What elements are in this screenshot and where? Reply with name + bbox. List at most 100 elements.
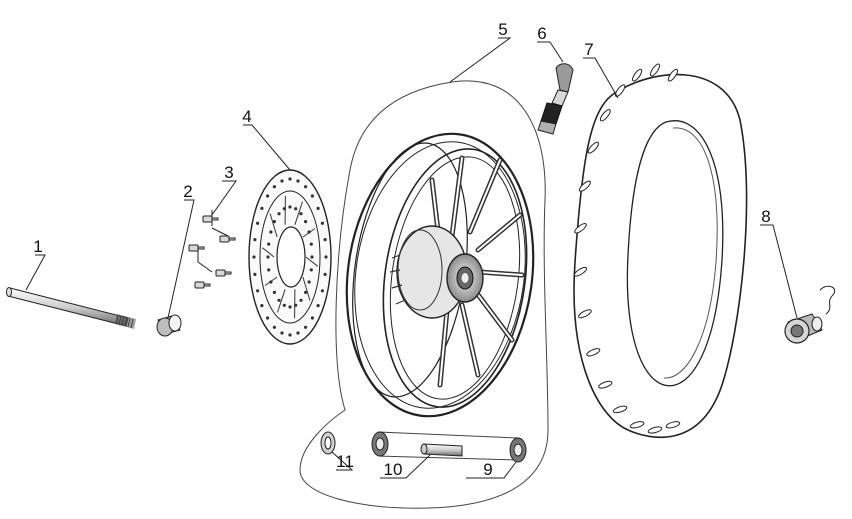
disc-hole	[256, 221, 260, 225]
disc-hole	[260, 304, 264, 308]
disc-hole	[272, 185, 276, 189]
tread-groove	[578, 180, 591, 192]
disc-hole	[260, 206, 264, 210]
disc-hole	[299, 212, 303, 216]
disc-bolts	[188, 215, 236, 289]
disc-spoke-window	[302, 276, 311, 301]
oil-seal	[320, 431, 336, 455]
disc-hole	[323, 238, 327, 242]
disc-hole	[288, 305, 292, 309]
callout-7: 7	[584, 40, 593, 59]
disc-hole	[280, 179, 284, 183]
disc-hole	[267, 268, 271, 272]
bearings	[371, 431, 527, 463]
callout-5: 5	[498, 20, 507, 39]
disc-spoke-window	[269, 213, 278, 238]
callout-labels: 1 2 3 4 5 6 7 8 9 10 11	[33, 20, 770, 479]
disc-hole	[304, 220, 308, 224]
callout-2: 2	[183, 182, 192, 201]
tread-groove	[598, 380, 613, 389]
tire-valve	[537, 63, 574, 135]
tread-groove	[586, 348, 601, 357]
disc-windows	[261, 195, 319, 319]
disc-hole	[309, 268, 313, 272]
disc-spoke-window	[264, 276, 278, 286]
disc-hole	[316, 206, 320, 210]
disc-hole	[309, 242, 313, 246]
disc-hole	[252, 255, 256, 259]
speedometer-drive	[784, 285, 836, 344]
disc-hole	[253, 238, 257, 242]
callout-11: 11	[336, 452, 354, 471]
callout-3: 3	[224, 163, 233, 182]
disc-hole	[304, 325, 308, 329]
disc-spoke-window	[277, 289, 286, 313]
disc-spoke-window	[302, 228, 316, 238]
wheel-hub	[389, 225, 484, 319]
brake-disc	[248, 169, 332, 345]
disc-hole	[253, 272, 257, 276]
callout-10: 10	[384, 460, 403, 479]
tread-groove	[612, 405, 628, 414]
tread-groove	[632, 68, 643, 82]
disc-hole	[267, 242, 271, 246]
disc-hole	[299, 298, 303, 302]
tread-groove	[599, 109, 611, 122]
distance-collar	[420, 443, 463, 457]
callout-1: 1	[33, 237, 42, 256]
disc-hole	[304, 290, 308, 294]
disc-hole	[266, 255, 270, 259]
disc-hole	[266, 194, 270, 198]
disc-hole	[324, 255, 328, 259]
tread-groove	[614, 84, 626, 97]
disc-hole	[269, 230, 273, 234]
disc-spoke-window	[261, 247, 275, 258]
bolt-group-bracket	[197, 210, 229, 273]
disc-hole	[310, 255, 314, 259]
disc-hole	[288, 205, 292, 209]
tire-tread	[573, 63, 681, 434]
disc-hole	[272, 325, 276, 329]
disc-hole	[277, 298, 281, 302]
disc-hole	[282, 303, 286, 307]
disc-hole	[304, 185, 308, 189]
disc-hole	[320, 221, 324, 225]
disc-hole	[323, 272, 327, 276]
disc-hole	[288, 333, 292, 337]
rim	[345, 132, 535, 418]
tread-groove	[647, 426, 663, 434]
tread-groove	[649, 63, 661, 77]
disc-hole	[256, 289, 260, 293]
tread-groove	[587, 141, 599, 154]
callout-6: 6	[537, 24, 546, 43]
callout-8: 8	[761, 207, 770, 226]
disc-spoke-window	[294, 201, 303, 225]
tread-groove	[667, 68, 678, 82]
disc-hole	[316, 304, 320, 308]
wheel-assembly-outline	[299, 80, 549, 509]
disc-hole	[296, 331, 300, 335]
disc-hole	[310, 316, 314, 320]
disc-hole	[277, 212, 281, 216]
disc-hole	[294, 207, 298, 211]
disc-hole	[310, 194, 314, 198]
disc-hole	[296, 179, 300, 183]
axle	[6, 287, 136, 329]
disc-holes	[252, 177, 328, 337]
disc-hole	[266, 316, 270, 320]
disc-hole	[307, 280, 311, 284]
disc-hole	[272, 220, 276, 224]
disc-hole	[272, 290, 276, 294]
spacer	[156, 314, 182, 337]
tread-groove	[665, 421, 681, 429]
disc-hole	[288, 177, 292, 181]
leader-lines	[25, 37, 798, 479]
disc-spoke-window	[305, 256, 319, 267]
tread-groove	[573, 266, 588, 277]
callout-9: 9	[483, 460, 492, 479]
disc-hole	[280, 331, 284, 335]
tire	[573, 63, 748, 439]
callout-4: 4	[242, 107, 251, 126]
tread-groove	[574, 223, 587, 234]
